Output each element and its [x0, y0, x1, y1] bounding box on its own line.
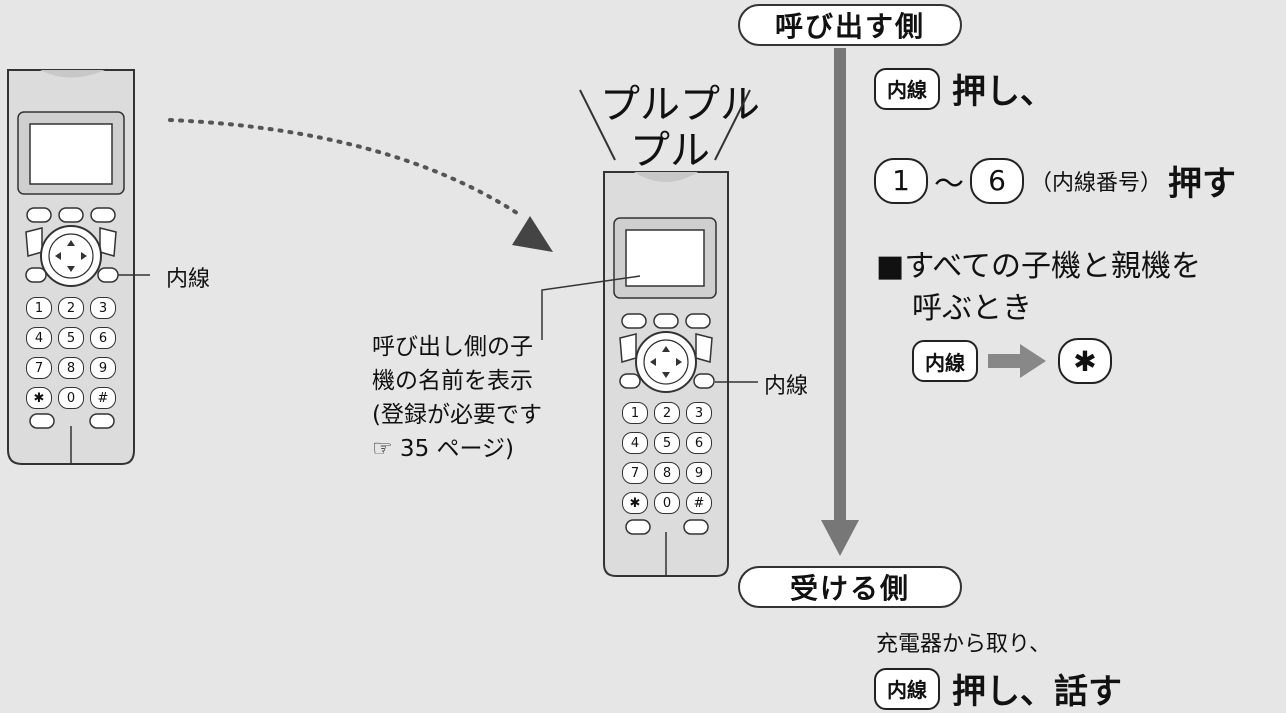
ring-sound-line1: プルプル [600, 82, 760, 128]
left-handset-naisen-label: 内線 [166, 267, 211, 292]
ring-lines [579, 89, 751, 161]
step2-note: （内線番号） [1030, 170, 1163, 196]
all-units-keys: 内線 ✱ [912, 338, 1112, 384]
key-9: 9 [686, 462, 712, 484]
left-handset: 1 2 3 4 5 6 7 8 9 ✱ 0 # [0, 0, 150, 470]
naisen-key: 内線 [874, 667, 940, 710]
key-4: 4 [622, 432, 648, 454]
key-3: 3 [686, 402, 712, 424]
step1-action: 押し、 [952, 72, 1054, 112]
display-note-line4: ☞ 35 ページ) [372, 436, 515, 462]
key-5: 5 [58, 327, 84, 349]
key-5: 5 [654, 432, 680, 454]
key-9: 9 [90, 357, 116, 379]
all-units-line1: ■すべての子機と親機を [876, 249, 1202, 284]
key-1: 1 [26, 297, 52, 319]
key-7: 7 [622, 462, 648, 484]
dotted-arrow [168, 118, 553, 252]
key-0: 0 [58, 387, 84, 409]
key-4: 4 [26, 327, 52, 349]
receive-step2-action: 押し、話す [952, 672, 1122, 712]
key-hash: # [686, 492, 712, 514]
flow-arrow [821, 48, 859, 556]
key-3: 3 [90, 297, 116, 319]
right-arrow-icon [988, 344, 1046, 378]
tilde: 〜 [934, 166, 964, 202]
display-note-line1: 呼び出し側の子 [372, 334, 533, 360]
receiver-side-label: 受ける側 [738, 566, 962, 608]
key-2: 2 [654, 402, 680, 424]
key-0: 0 [654, 492, 680, 514]
center-handset-naisen-label: 内線 [764, 374, 809, 399]
key-1-button: 1 [874, 157, 928, 204]
ring-sound-line2: プル [630, 128, 710, 174]
key-star: ✱ [26, 387, 52, 409]
display-note-line2: 機の名前を表示 [372, 368, 533, 394]
key-hash: # [90, 387, 116, 409]
step2: 1 〜 6 （内線番号） 押す [874, 156, 1236, 205]
key-7: 7 [26, 357, 52, 379]
receive-step2: 内線 押し、話す [874, 664, 1122, 713]
center-handset: 1 2 3 4 5 6 7 8 9 ✱ 0 # [598, 168, 738, 580]
caller-side-label: 呼び出す側 [738, 4, 962, 46]
key-6-button: 6 [970, 157, 1024, 204]
naisen-key: 内線 [874, 67, 940, 110]
receive-step1: 充電器から取り、 [876, 632, 1052, 657]
key-8: 8 [654, 462, 680, 484]
naisen-key: 内線 [912, 340, 978, 382]
key-1: 1 [622, 402, 648, 424]
all-units-heading: ■すべての子機と親機を 呼ぶとき [876, 246, 1201, 330]
display-note: 呼び出し側の子 機の名前を表示 (登録が必要です ☞ 35 ページ) [372, 330, 542, 466]
star-key: ✱ [1058, 338, 1112, 384]
step1: 内線 押し、 [874, 64, 1054, 113]
display-note-line3: (登録が必要です [372, 402, 542, 428]
all-units-line2: 呼ぶとき [912, 291, 1032, 326]
key-2: 2 [58, 297, 84, 319]
key-8: 8 [58, 357, 84, 379]
step2-action: 押す [1168, 164, 1237, 204]
key-star: ✱ [622, 492, 648, 514]
key-6: 6 [90, 327, 116, 349]
center-leader-lines [541, 275, 758, 383]
key-6: 6 [686, 432, 712, 454]
